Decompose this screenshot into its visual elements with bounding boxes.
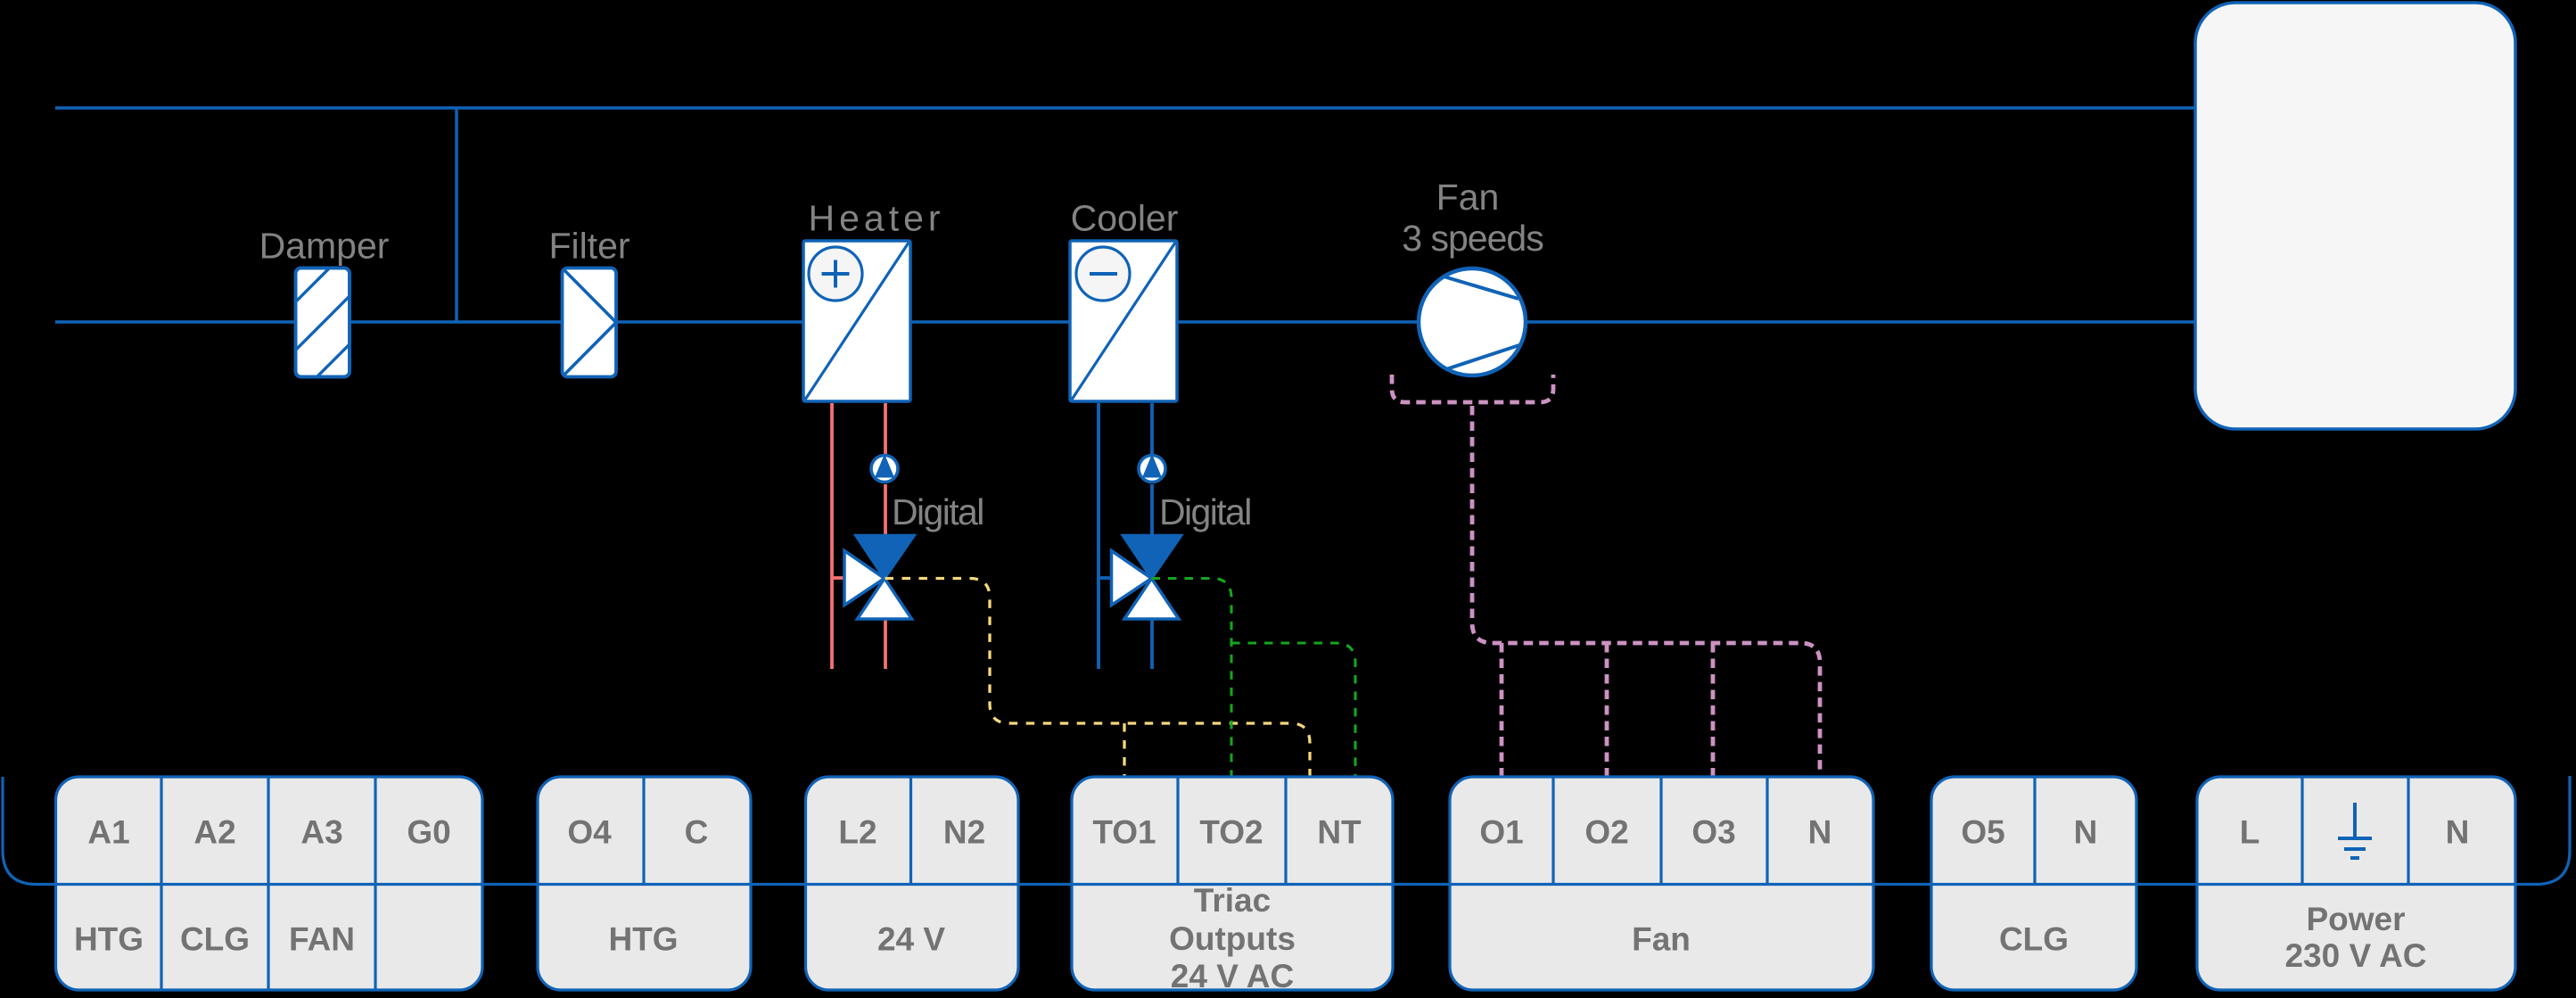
svg-text:24 V: 24 V — [877, 921, 945, 958]
svg-text:NT: NT — [1317, 814, 1362, 851]
svg-text:Filter: Filter — [548, 226, 630, 267]
svg-text:Fan: Fan — [1632, 921, 1691, 958]
svg-text:Digital: Digital — [892, 491, 983, 532]
svg-text:N: N — [2074, 814, 2098, 851]
svg-text:A3: A3 — [300, 814, 342, 851]
svg-text:G0: G0 — [407, 814, 450, 851]
svg-text:Cooler: Cooler — [1071, 198, 1179, 239]
svg-text:A1: A1 — [87, 814, 129, 851]
svg-text:Digital: Digital — [1159, 491, 1251, 532]
svg-text:3 speeds: 3 speeds — [1402, 218, 1543, 259]
svg-text:CLG: CLG — [1999, 921, 2069, 958]
svg-text:Triac: Triac — [1194, 882, 1271, 919]
svg-text:Outputs: Outputs — [1169, 920, 1296, 957]
svg-text:CLG: CLG — [180, 921, 250, 958]
svg-text:L: L — [2240, 814, 2260, 851]
svg-text:A2: A2 — [193, 814, 235, 851]
svg-text:L2: L2 — [838, 814, 876, 851]
svg-text:O4: O4 — [567, 814, 612, 851]
svg-text:N2: N2 — [943, 814, 985, 851]
svg-text:230 V AC: 230 V AC — [2284, 937, 2426, 974]
svg-text:O5: O5 — [1961, 814, 2004, 851]
svg-text:FAN: FAN — [289, 921, 355, 958]
svg-text:O3: O3 — [1691, 814, 1735, 851]
svg-text:Power: Power — [2306, 901, 2405, 937]
svg-text:N: N — [1808, 814, 1832, 851]
svg-text:O1: O1 — [1479, 814, 1523, 851]
svg-text:Fan: Fan — [1436, 177, 1500, 218]
svg-text:HTG: HTG — [608, 921, 678, 958]
svg-text:C: C — [685, 814, 709, 851]
svg-text:N: N — [2446, 814, 2470, 851]
svg-text:HTG: HTG — [74, 921, 144, 958]
svg-text:O2: O2 — [1584, 814, 1628, 851]
svg-text:24 V AC: 24 V AC — [1171, 958, 1294, 994]
svg-text:Damper: Damper — [259, 226, 390, 267]
svg-text:TO1: TO1 — [1092, 814, 1156, 851]
svg-text:TO2: TO2 — [1199, 814, 1263, 851]
svg-text:Heater: Heater — [809, 198, 945, 239]
